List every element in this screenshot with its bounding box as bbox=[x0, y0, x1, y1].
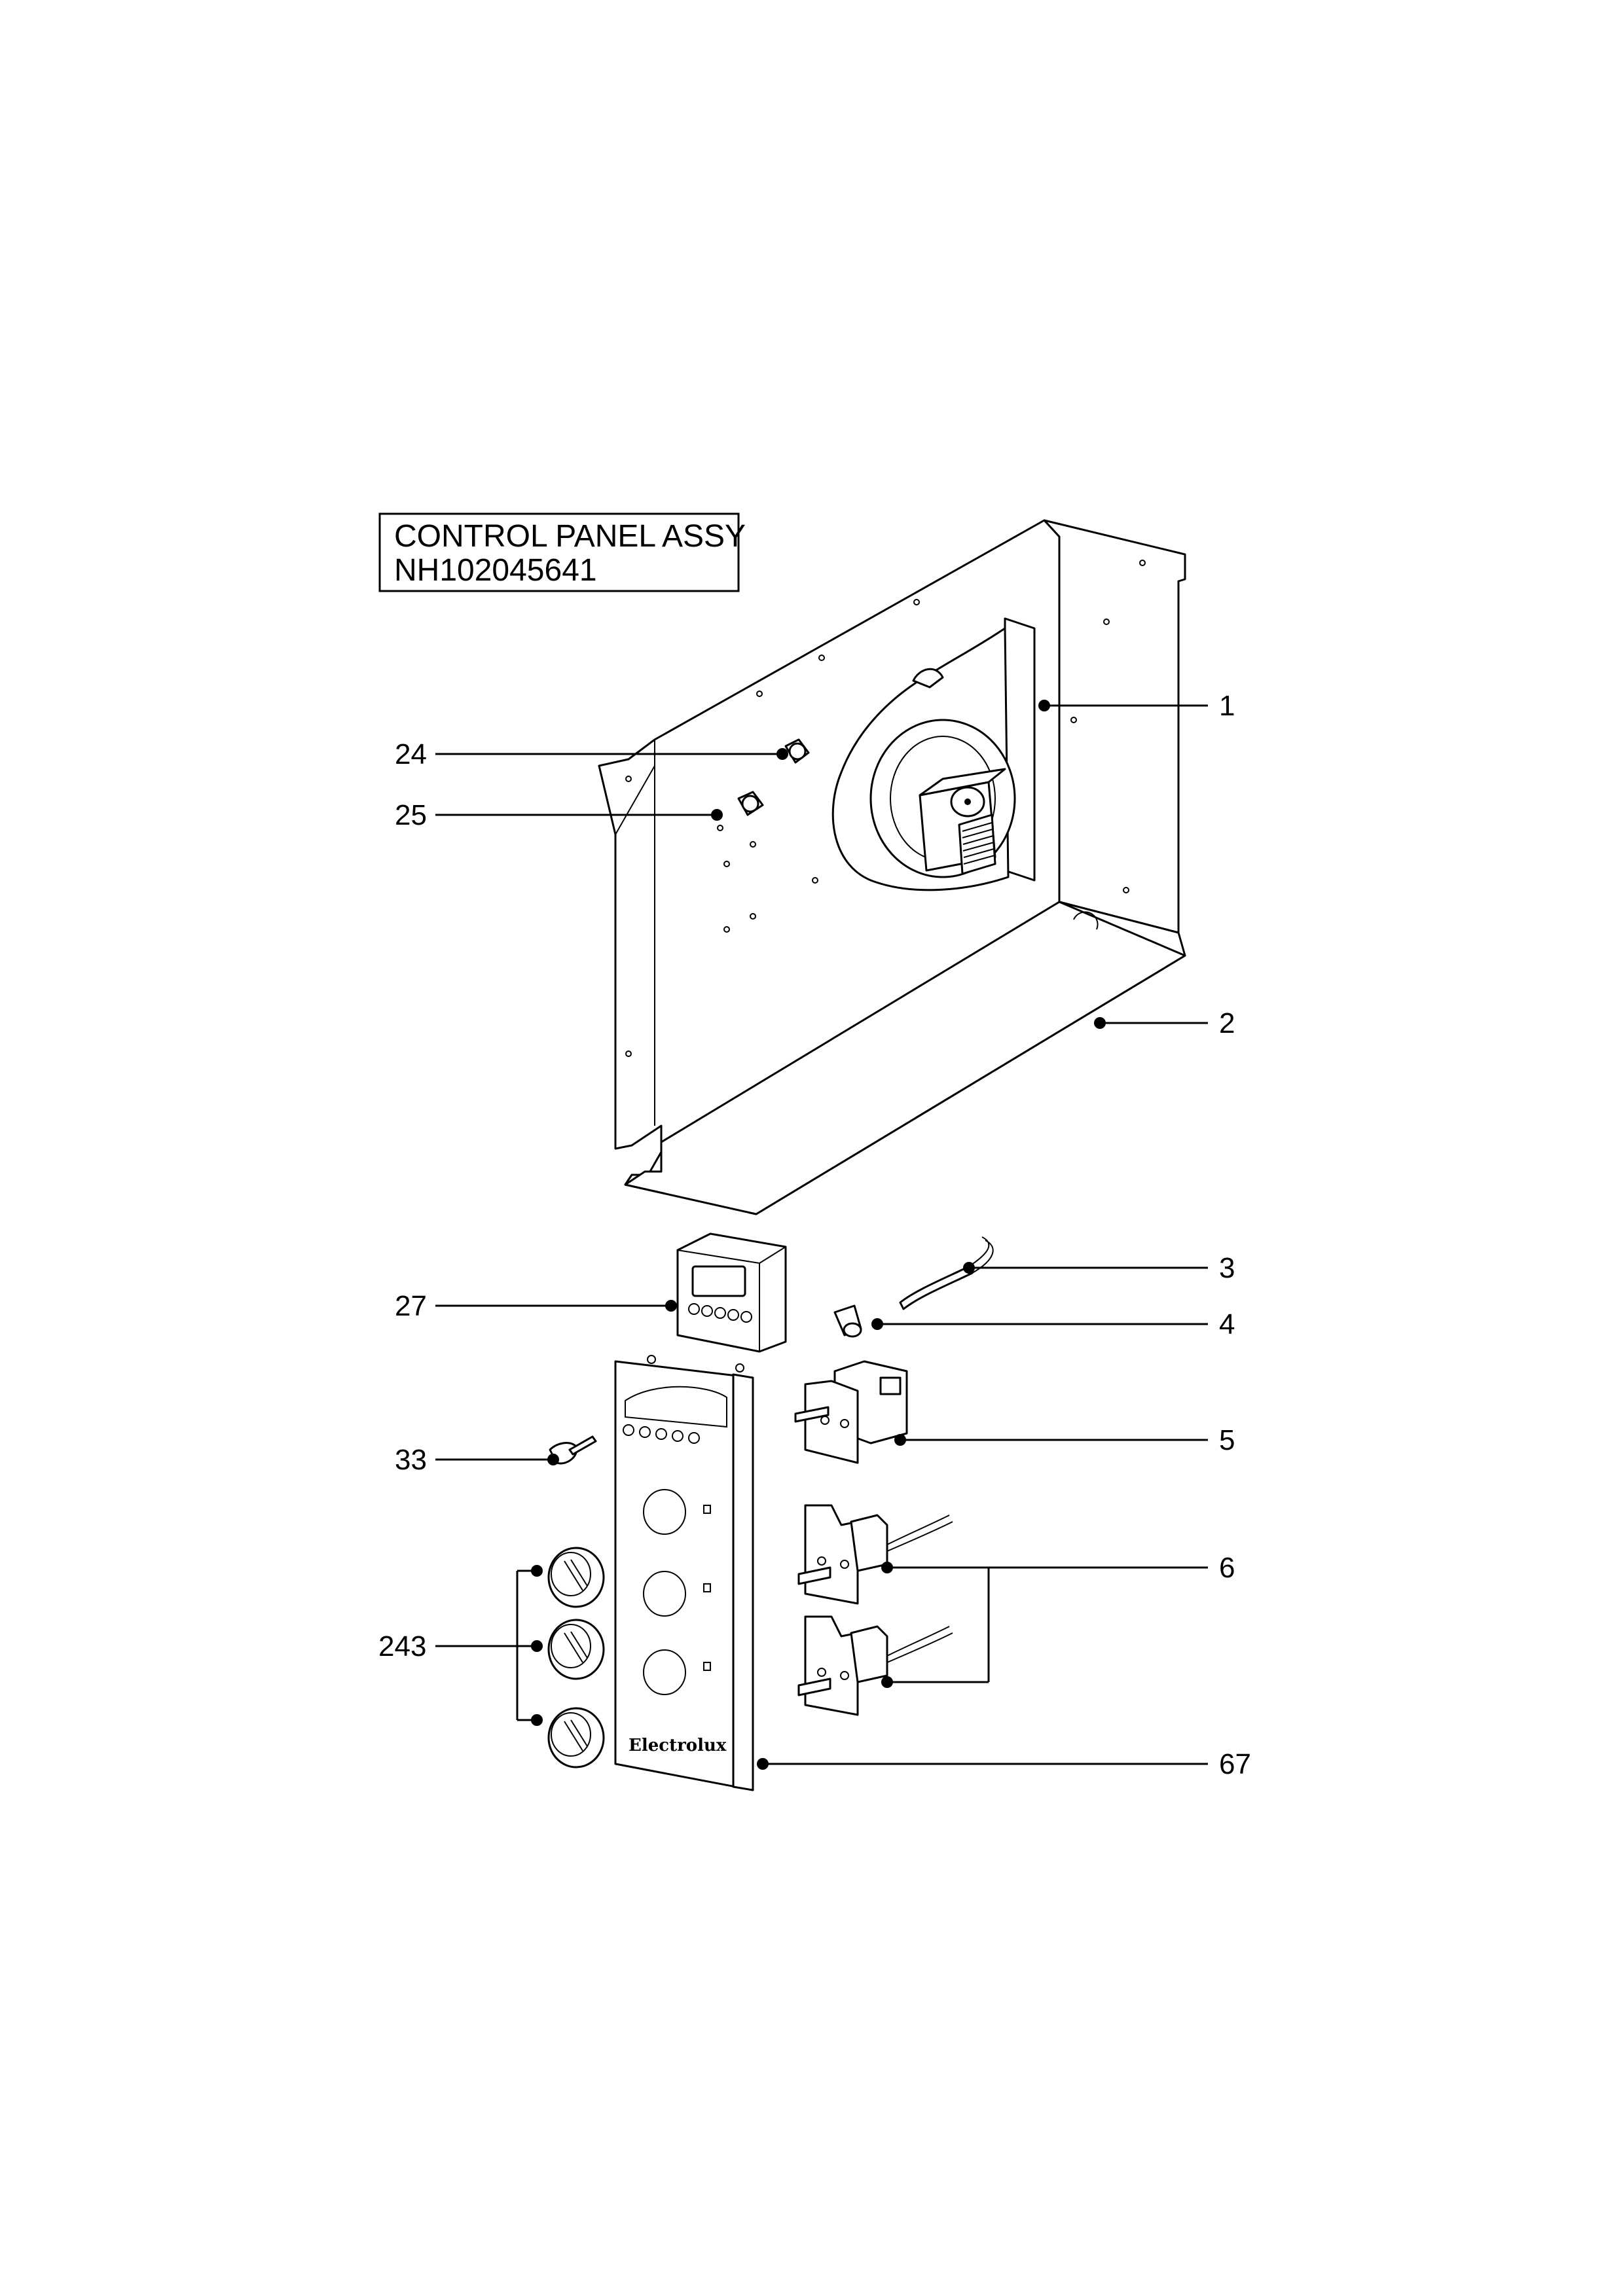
callout-33: 33 bbox=[395, 1444, 427, 1476]
energy-regulator-1 bbox=[797, 1504, 953, 1605]
callout-labels: 1 2 24 25 3 4 27 5 33 6 243 67 bbox=[378, 690, 1251, 1780]
wire-lead bbox=[899, 1236, 994, 1310]
callout-5: 5 bbox=[1219, 1424, 1235, 1456]
title-box: CONTROL PANEL ASSY NH102045641 bbox=[378, 512, 746, 592]
energy-regulator-2 bbox=[797, 1615, 953, 1716]
callout-1: 1 bbox=[1219, 690, 1235, 722]
fan-motor-assembly bbox=[831, 617, 1036, 891]
control-knobs bbox=[547, 1547, 605, 1768]
callout-27: 27 bbox=[395, 1290, 427, 1322]
title-line1: CONTROL PANEL ASSY bbox=[394, 519, 746, 554]
indicator-light bbox=[549, 1435, 597, 1465]
thermostat-upper bbox=[784, 738, 810, 764]
lamp bbox=[833, 1304, 862, 1338]
front-panel: Electrolux bbox=[614, 1355, 754, 1791]
callout-3: 3 bbox=[1219, 1252, 1235, 1284]
callout-243: 243 bbox=[378, 1630, 426, 1662]
energy-regulators bbox=[797, 1504, 953, 1716]
callout-2: 2 bbox=[1219, 1007, 1235, 1039]
callout-6: 6 bbox=[1219, 1552, 1235, 1584]
callout-67: 67 bbox=[1219, 1748, 1251, 1780]
front-panel-brand: Electrolux bbox=[629, 1736, 727, 1755]
title-line2: NH102045641 bbox=[394, 553, 597, 588]
control-knob-1 bbox=[547, 1547, 605, 1608]
leader-lines bbox=[435, 700, 1208, 1770]
selector-switch bbox=[794, 1360, 908, 1464]
control-knob-2 bbox=[547, 1619, 605, 1680]
motor-coil bbox=[958, 814, 996, 875]
control-knob-3 bbox=[547, 1707, 605, 1768]
timer-module bbox=[676, 1232, 787, 1353]
thermostat-lower bbox=[737, 791, 764, 816]
callout-25: 25 bbox=[395, 799, 427, 831]
callout-24: 24 bbox=[395, 738, 427, 770]
callout-4: 4 bbox=[1219, 1308, 1235, 1340]
